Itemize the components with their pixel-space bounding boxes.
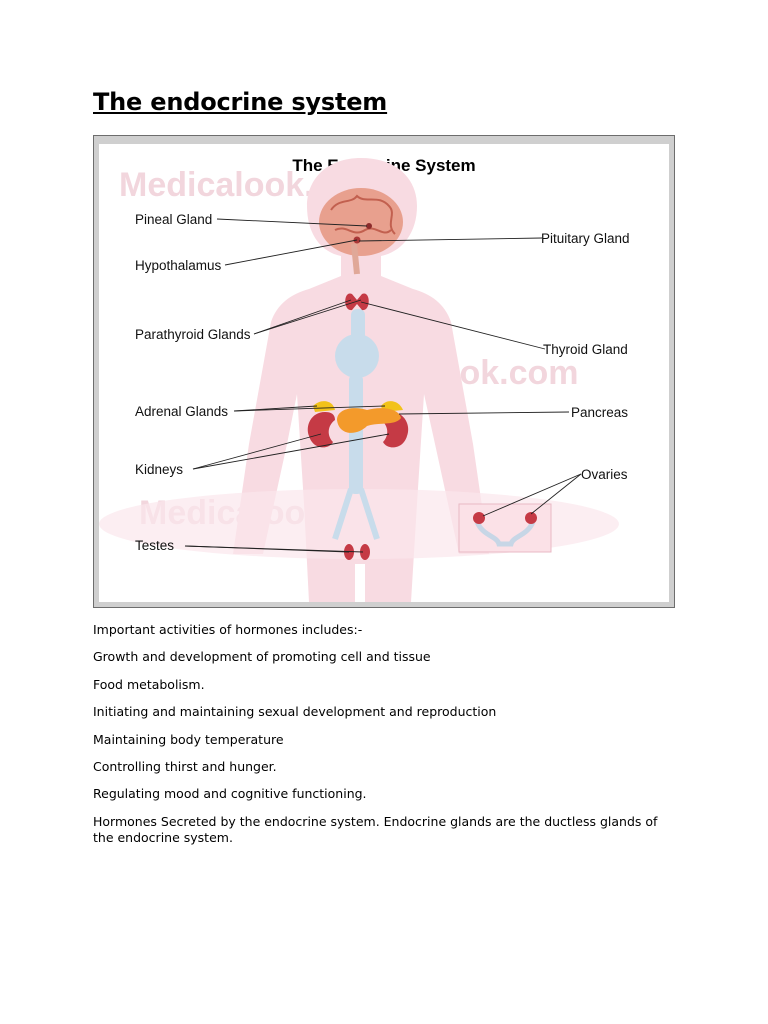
paragraph: Hormones Secreted by the endocrine syste…	[93, 813, 658, 845]
label-kidneys: Kidneys	[135, 462, 183, 477]
thyroid-gland	[345, 293, 369, 311]
pineal-gland	[366, 223, 372, 229]
brain-stem	[351, 243, 360, 275]
label-parathyroid-glands: Parathyroid Glands	[135, 327, 251, 342]
label-pituitary-gland: Pituitary Gland	[541, 231, 630, 246]
heart	[335, 334, 379, 378]
label-ovaries: Ovaries	[581, 467, 628, 482]
paragraph: Growth and development of promoting cell…	[93, 649, 431, 665]
pancreas	[337, 408, 401, 433]
endocrine-diagram-figure: The Endocrine System Medicalook.com Medi…	[93, 135, 675, 608]
label-adrenal-glands: Adrenal Glands	[135, 404, 228, 419]
adrenal-gland-left	[313, 401, 335, 412]
paragraph: Important activities of hormones include…	[93, 622, 363, 637]
paragraph: Controlling thirst and hunger.	[93, 758, 277, 774]
ovary-left	[473, 512, 485, 524]
label-hypothalamus: Hypothalamus	[135, 258, 222, 273]
brain-shape	[319, 188, 403, 256]
ovary-right	[525, 512, 537, 524]
brain-folds	[330, 194, 396, 235]
label-pineal-gland: Pineal Gland	[135, 212, 212, 227]
leader-lines	[184, 218, 582, 553]
kidney-left	[307, 412, 335, 448]
label-thyroid-gland: Thyroid Gland	[543, 342, 628, 357]
iliac-vessels	[332, 488, 380, 540]
document-body: Important activities of hormones include…	[93, 622, 673, 857]
label-pancreas: Pancreas	[571, 405, 628, 420]
blood-vessels	[332, 309, 380, 540]
label-testes: Testes	[135, 538, 174, 553]
aorta	[349, 374, 363, 494]
paragraph: Food metabolism.	[93, 676, 205, 692]
paragraph: Initiating and maintaining sexual develo…	[93, 704, 497, 720]
testis-right	[360, 544, 370, 560]
paragraph: Regulating mood and cognitive functionin…	[93, 786, 367, 802]
brain	[319, 188, 403, 275]
ovaries-uterus	[473, 512, 537, 547]
paragraph: Maintaining body temperature	[93, 731, 284, 747]
page-title: The endocrine system	[93, 88, 388, 116]
diagram-canvas: The Endocrine System Medicalook.com Medi…	[99, 144, 669, 602]
endocrine-diagram: The Endocrine System Medicalook.com Medi…	[99, 156, 630, 602]
